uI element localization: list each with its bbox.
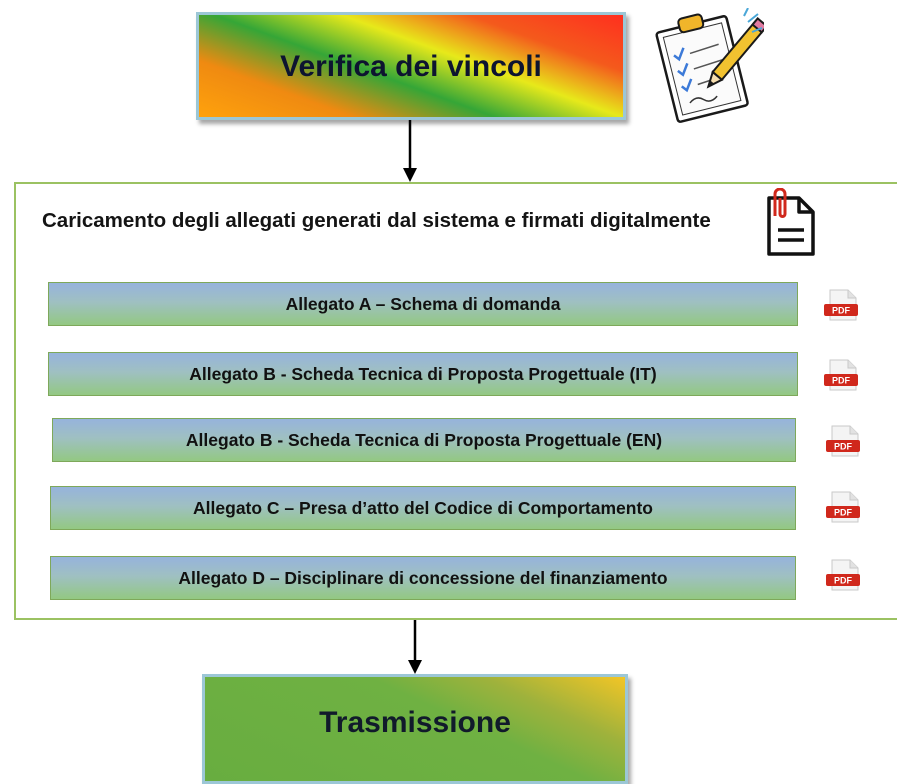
trasmissione-label: Trasmissione bbox=[319, 706, 511, 739]
pdf-icon-text: PDF bbox=[834, 508, 853, 518]
allegato-c-row[interactable]: Allegato C – Presa d’atto del Codice di … bbox=[50, 486, 796, 530]
clipboard-checklist-icon bbox=[655, 8, 764, 123]
paperclip-document-icon bbox=[767, 188, 815, 256]
allegato-d-label: Allegato D – Disciplinare di concessione… bbox=[178, 567, 668, 588]
verifica-vincoli-box: Verifica dei vincoli bbox=[196, 12, 626, 120]
allegato-c-label: Allegato C – Presa d’atto del Codice di … bbox=[193, 497, 653, 518]
pdf-icon[interactable]: PDF bbox=[824, 558, 864, 592]
pdf-icon[interactable]: PDF bbox=[822, 288, 862, 322]
allegato-d-row[interactable]: Allegato D – Disciplinare di concessione… bbox=[50, 556, 796, 600]
pdf-icon[interactable]: PDF bbox=[824, 424, 864, 458]
allegato-a-row[interactable]: Allegato A – Schema di domanda bbox=[48, 282, 798, 326]
pdf-icon-text: PDF bbox=[832, 306, 851, 316]
pdf-icon[interactable]: PDF bbox=[824, 490, 864, 524]
flow-arrow-2 bbox=[408, 620, 422, 674]
attachments-panel: Caricamento degli allegati generati dal … bbox=[14, 182, 897, 620]
pdf-icon[interactable]: PDF bbox=[822, 358, 862, 392]
panel-title: Caricamento degli allegati generati dal … bbox=[42, 209, 711, 232]
allegato-b-en-label: Allegato B - Scheda Tecnica di Proposta … bbox=[185, 429, 663, 450]
allegato-b-en-row[interactable]: Allegato B - Scheda Tecnica di Proposta … bbox=[52, 418, 796, 462]
allegato-b-it-row[interactable]: Allegato B - Scheda Tecnica di Proposta … bbox=[48, 352, 798, 396]
pdf-icon-text: PDF bbox=[832, 376, 851, 386]
verifica-vincoli-label: Verifica dei vincoli bbox=[280, 50, 542, 83]
allegato-a-label: Allegato A – Schema di domanda bbox=[285, 293, 561, 314]
trasmissione-box[interactable]: Trasmissione bbox=[202, 674, 628, 784]
allegato-b-it-label: Allegato B - Scheda Tecnica di Proposta … bbox=[189, 363, 657, 384]
flow-arrow-1 bbox=[403, 120, 417, 182]
pdf-icon-text: PDF bbox=[834, 576, 853, 586]
pdf-icon-text: PDF bbox=[834, 442, 853, 452]
